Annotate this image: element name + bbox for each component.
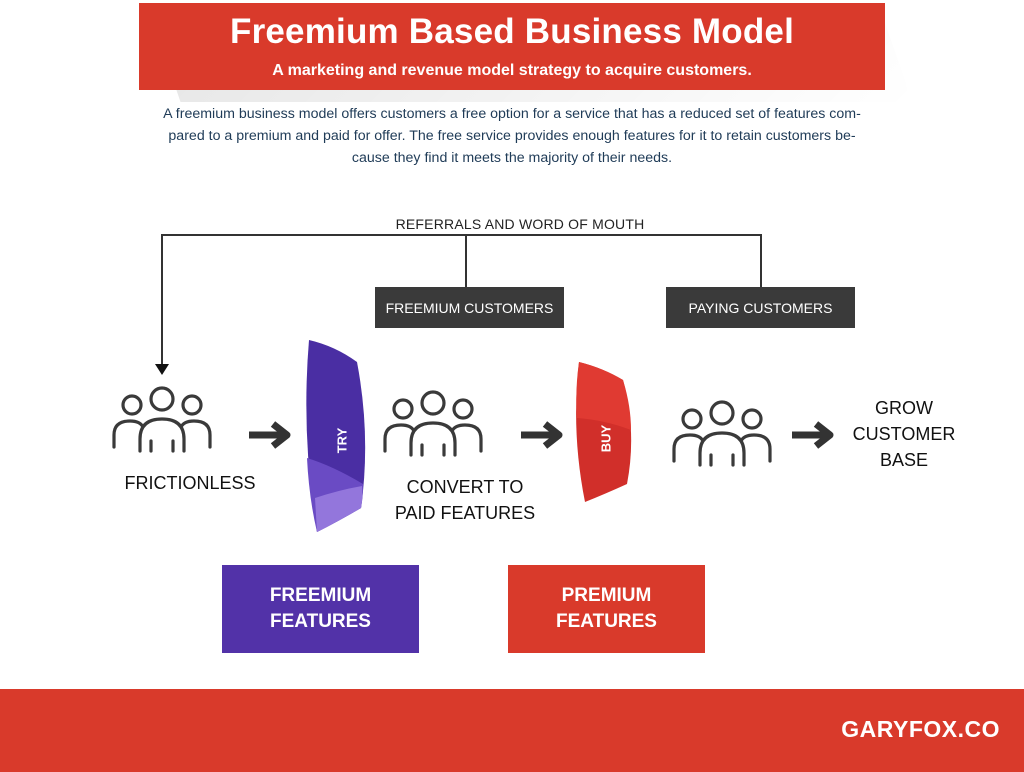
try-label: TRY [334, 427, 350, 454]
referral-line-paying [760, 234, 762, 288]
freemium-customers-label: FREEMIUM CUSTOMERS [375, 287, 564, 328]
referral-line-freemium [465, 234, 467, 288]
freemium-box-line: FEATURES [270, 611, 371, 632]
right-arrow-icon [517, 419, 567, 451]
convert-label-line: CONVERT TO [406, 477, 524, 497]
header-banner [139, 3, 885, 90]
referrals-label: REFERRALS AND WORD OF MOUTH [395, 216, 645, 232]
grow-label-line: CUSTOMER [852, 424, 956, 444]
people-group-icon [110, 383, 214, 455]
referral-line-top [161, 234, 761, 236]
intro-line: A freemium business model offers custome… [163, 106, 861, 122]
frictionless-label: FRICTIONLESS [124, 473, 256, 493]
convert-label: CONVERT TO PAID FEATURES [370, 474, 560, 526]
grow-label-line: GROW [875, 398, 933, 418]
freemium-box-line: FREEMIUM [269, 585, 372, 606]
right-arrow-icon [245, 419, 295, 451]
convert-label-line: PAID FEATURES [394, 503, 536, 523]
try-funnel-shape [305, 338, 367, 534]
people-group-icon [670, 397, 774, 469]
people-group-icon [381, 387, 485, 459]
premium-features-box: PREMIUM FEATURES [508, 565, 705, 653]
footer-bar [0, 689, 1024, 772]
referral-line-left [161, 234, 163, 366]
down-arrow-icon [155, 364, 169, 375]
right-arrow-icon [788, 419, 838, 451]
intro-paragraph: A freemium business model offers custome… [112, 103, 912, 169]
premium-box-line: PREMIUM [561, 585, 652, 606]
grow-label: GROW CUSTOMER BASE [834, 395, 974, 473]
intro-line: pared to a premium and paid for offer. T… [168, 128, 856, 144]
freemium-features-box: FREEMIUM FEATURES [222, 565, 419, 653]
buy-funnel-shape [575, 360, 633, 504]
page-title: Freemium Based Business Model [229, 12, 795, 51]
intro-line: cause they find it meets the majority of… [351, 150, 673, 166]
page-subtitle: A marketing and revenue model strategy t… [272, 62, 752, 79]
buy-label: BUY [598, 424, 614, 453]
grow-label-line: BASE [879, 450, 929, 470]
paying-customers-label: PAYING CUSTOMERS [666, 287, 855, 328]
footer-brand[interactable]: GARYFOX.CO [841, 716, 1000, 742]
premium-box-line: FEATURES [556, 611, 657, 632]
